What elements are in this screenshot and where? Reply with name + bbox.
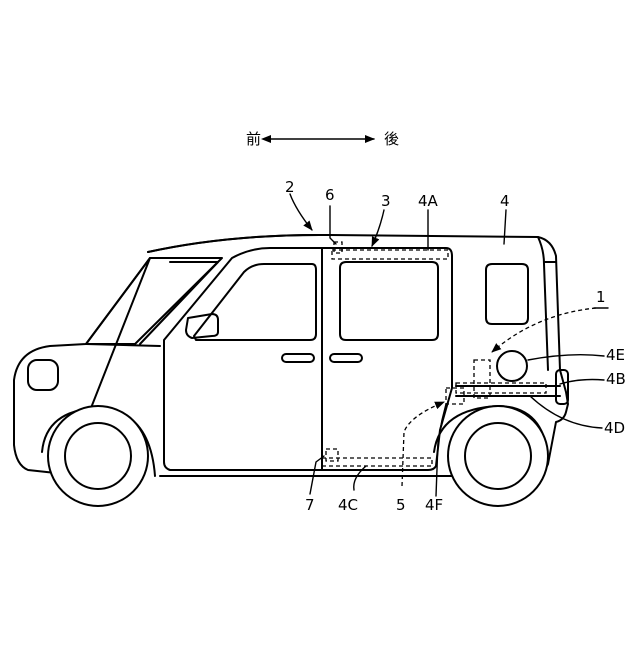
label-7: 7 — [305, 496, 315, 514]
sliding-door — [322, 248, 452, 470]
label-5: 5 — [396, 496, 406, 514]
leader-1 — [492, 308, 596, 352]
leader-4 — [504, 210, 506, 244]
label-4E: 4E — [606, 346, 625, 364]
windshield — [86, 258, 222, 344]
leader-4B — [560, 380, 604, 385]
leader-4E — [528, 355, 604, 360]
rear-rim — [465, 423, 531, 489]
label-3: 3 — [381, 192, 391, 210]
leader-lines — [290, 194, 604, 496]
label-4B: 4B — [606, 370, 626, 388]
hood-line — [86, 344, 160, 346]
leader-2 — [290, 194, 312, 230]
windshield-front — [86, 258, 150, 344]
quarter-window — [486, 264, 528, 324]
label-2: 2 — [285, 178, 295, 196]
label-4A: 4A — [418, 192, 439, 210]
leader-3 — [372, 210, 384, 246]
roof-line — [148, 235, 330, 252]
rear-pillar — [538, 237, 548, 370]
front-door-outline — [164, 248, 322, 470]
rear-label: 後 — [384, 130, 399, 148]
sliding-door-window — [340, 262, 438, 340]
label-4D: 4D — [604, 419, 625, 437]
label-4F: 4F — [425, 496, 443, 514]
label-4C: 4C — [338, 496, 358, 514]
headlight — [28, 360, 58, 390]
rear-wheel — [448, 406, 548, 506]
center-rail-housing — [456, 383, 546, 393]
front-wheel — [48, 406, 148, 506]
label-4: 4 — [500, 192, 510, 210]
roller-7 — [326, 449, 338, 461]
sliding-door-handle — [330, 354, 362, 362]
rear-quarter — [456, 237, 568, 404]
leader-6 — [330, 206, 336, 244]
front-rim — [65, 423, 131, 489]
front-door — [164, 248, 322, 470]
sliding-door-outline — [322, 248, 452, 470]
label-6: 6 — [325, 186, 335, 204]
front-door-handle — [282, 354, 314, 362]
front-label: 前 — [246, 130, 261, 148]
center-rail-4D — [474, 360, 490, 398]
fuel-lid — [497, 351, 527, 381]
direction-indicator: 前 後 — [246, 130, 399, 148]
front-door-window — [194, 264, 316, 340]
label-1: 1 — [596, 288, 606, 306]
a-pillar-window — [140, 262, 218, 344]
upper-rail-4A — [332, 250, 448, 259]
